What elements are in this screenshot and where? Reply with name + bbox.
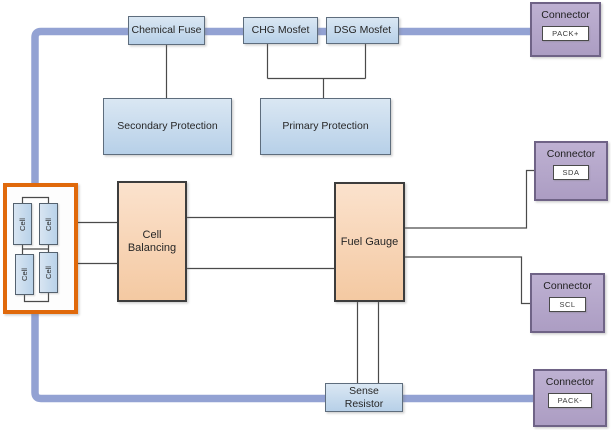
block-sense-resistor: Sense Resistor — [325, 383, 403, 412]
block-chg-mosfet-label: CHG Mosfet — [251, 24, 310, 37]
wire-cells-to-balancing — [78, 221, 117, 265]
block-primary-protection-label: Primary Protection — [282, 120, 369, 133]
block-dsg-mosfet-label: DSG Mosfet — [333, 24, 392, 37]
block-secondary-protection-label: Secondary Protection — [117, 120, 218, 133]
block-chemical-fuse-label: Chemical Fuse — [131, 24, 202, 37]
connector-sda: Connector SDA — [534, 141, 608, 201]
wire-fuelgauge-to-sda — [405, 169, 534, 229]
block-sense-resistor-label: Sense Resistor — [344, 385, 384, 410]
connector-pack-plus: Connector PACK+ — [530, 2, 601, 57]
block-chg-mosfet: CHG Mosfet — [243, 17, 318, 44]
battery-cell-1: Cell — [13, 203, 32, 245]
battery-cell-3: Cell — [15, 254, 34, 295]
connector-pack-plus-port: PACK+ — [542, 26, 589, 41]
block-primary-protection: Primary Protection — [260, 98, 391, 155]
block-secondary-protection: Secondary Protection — [103, 98, 232, 155]
block-cell-balancing: Cell Balancing — [117, 181, 187, 302]
wire-mosfets-to-primary — [266, 44, 367, 98]
connector-pack-minus: Connector PACK- — [533, 369, 607, 427]
connector-sda-port: SDA — [552, 165, 590, 180]
battery-cell-4-label: Cell — [43, 266, 53, 279]
connector-scl-label: Connector — [543, 280, 592, 292]
connector-pack-plus-label: Connector — [541, 9, 590, 21]
block-dsg-mosfet: DSG Mosfet — [326, 17, 399, 44]
connector-pack-minus-label: Connector — [545, 376, 595, 388]
block-fuel-gauge-label: Fuel Gauge — [340, 235, 399, 248]
wire-fuelgauge-to-scl — [405, 256, 530, 305]
connector-scl-port: SCL — [549, 297, 586, 312]
block-fuel-gauge: Fuel Gauge — [334, 182, 405, 302]
connector-scl: Connector SCL — [530, 273, 605, 333]
battery-cell-2: Cell — [39, 203, 58, 245]
connector-sda-label: Connector — [546, 148, 596, 160]
wire-cell-interconnects — [21, 196, 50, 303]
wire-fuelgauge-to-sense-resistor — [356, 302, 380, 383]
battery-cell-3-label: Cell — [19, 268, 29, 281]
battery-cell-2-label: Cell — [43, 217, 53, 231]
connector-pack-minus-port: PACK- — [547, 393, 593, 408]
battery-cell-4: Cell — [39, 252, 58, 293]
block-cell-balancing-label: Cell Balancing — [127, 228, 177, 254]
battery-cell-1-label: Cell — [17, 217, 27, 231]
wire-balancing-to-fuelgauge — [187, 216, 334, 270]
block-chemical-fuse: Chemical Fuse — [128, 16, 205, 45]
